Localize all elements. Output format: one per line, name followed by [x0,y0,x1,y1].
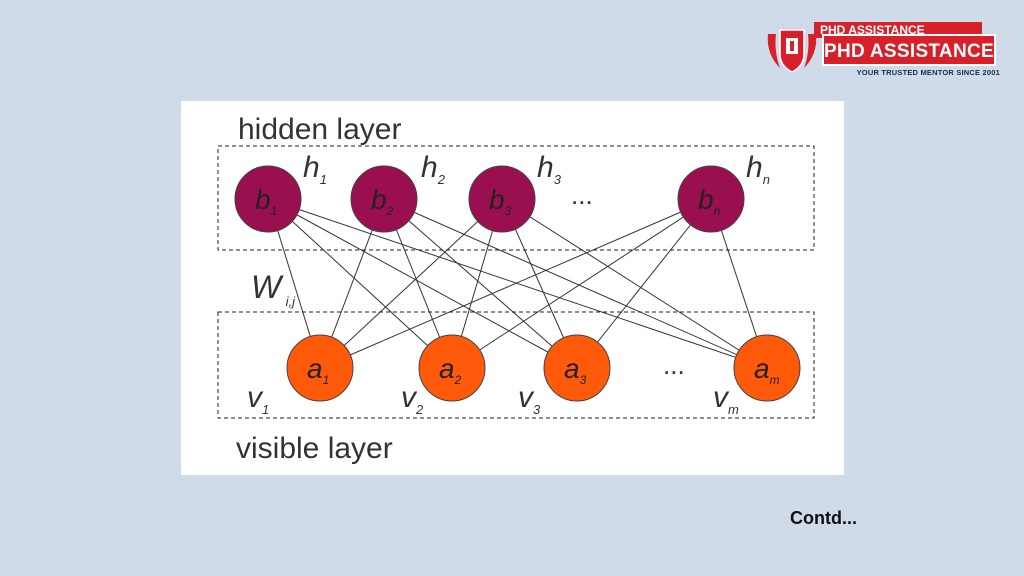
contd-text: Contd... [790,508,857,528]
hidden-node-b1: b1 h1 [234,151,327,233]
hidden-unit-tag: h3 [537,151,562,187]
hidden-layer-label: hidden layer [238,113,401,146]
edge-b2-a3 [383,198,578,369]
edge-b2-am [383,198,768,369]
hidden-unit-tag: h1 [303,151,327,187]
crest-icon [767,29,817,73]
hidden-node-label: b3 [489,184,512,218]
hidden-node-circle [234,165,302,233]
rbm-diagram: hidden layer visible layer W i,j ... ...… [181,101,844,475]
edge-b1-am [267,198,768,369]
visible-unit-tag: v2 [401,381,424,417]
weight-label: W i,j [251,269,296,309]
visible-node-circle [733,334,801,402]
hidden-node-circle [677,165,745,233]
phd-assistance-logo: PHD ASSISTANCE PHD ASSISTANCE YOUR TRUST… [764,22,1000,82]
hidden-unit-tag: h2 [421,151,446,187]
visible-unit-tag: v3 [518,381,541,417]
visible-unit-tag: vm [713,381,739,417]
hidden-node-b2: b2 h2 [350,151,446,233]
visible-node-a2: a2 v2 [401,334,486,417]
visible-node-label: a3 [564,353,587,387]
hidden-layer-box [217,145,815,251]
hidden-node-label: b1 [255,184,277,218]
visible-ellipsis: ... [663,350,685,380]
edge-bn-a1 [319,198,712,369]
visible-node-a1: a1 v1 [247,334,354,417]
logo-name: PHD ASSISTANCE [822,34,996,66]
visible-node-a3: a3 v3 [518,334,611,417]
visible-layer-label: visible layer [236,432,393,465]
hidden-node-circle [350,165,418,233]
weight-label-sub: i,j [286,294,297,309]
weight-label-main: W [251,269,284,305]
edge-bn-a3 [576,198,712,369]
edge-bn-a2 [451,198,712,369]
visible-unit-tag: v1 [247,381,269,417]
hidden-node-circle [468,165,536,233]
hidden-node-label: bn [698,184,721,218]
visible-node-circle [286,334,354,402]
visible-node-circle [418,334,486,402]
hidden-node-label: b2 [371,184,394,218]
edge-b1-a3 [267,198,578,369]
edge-b3-a1 [319,198,503,369]
edge-b3-am [501,198,768,369]
visible-node-label: am [754,353,780,387]
hidden-node-b3: b3 h3 [468,151,562,233]
visible-node-label: a1 [307,353,329,387]
visible-node-label: a2 [439,353,462,387]
visible-node-circle [543,334,611,402]
edge-b1-a2 [267,198,453,369]
visible-layer-box [217,311,815,419]
logo-tagline: YOUR TRUSTED MENTOR SINCE 2001 [856,68,1000,77]
rbm-diagram-svg: hidden layer visible layer W i,j ... ...… [217,113,815,465]
hidden-unit-tag: hn [746,151,770,187]
hidden-ellipsis: ... [571,180,593,210]
